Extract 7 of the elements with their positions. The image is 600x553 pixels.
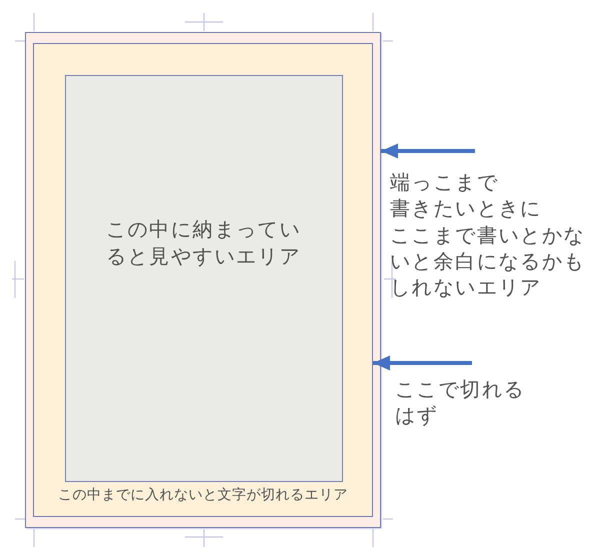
area-caption: この中までに入れないと文字が切れるエリア (58, 486, 348, 504)
annotation: ここで切れるはず (395, 377, 526, 428)
annotation: 端っこまで書きたいときにここまで書いとかないと余白になるかもしれないエリア (390, 169, 586, 300)
arrow (381, 144, 475, 158)
area-label: この中に納まっていると見やすいエリア (106, 216, 302, 270)
arrow (373, 356, 472, 370)
safe-area (64, 75, 342, 482)
